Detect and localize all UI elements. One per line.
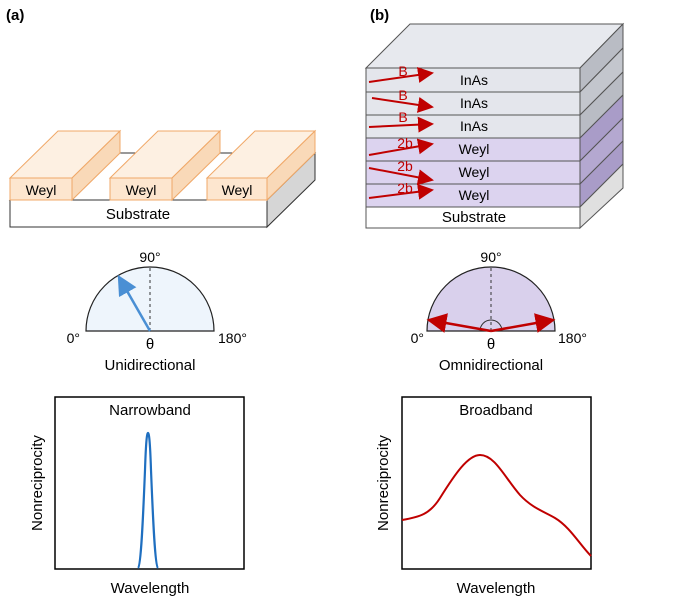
- layer-material-3: InAs: [460, 118, 488, 134]
- panel-a-semicircle: 90° 0° 180° θ Unidirectional: [67, 249, 247, 374]
- angle-90-a: 90°: [139, 249, 160, 265]
- plot-title-narrowband: Narrowband: [109, 402, 191, 419]
- field-arrow-3: [368, 116, 434, 133]
- plot-title-broadband: Broadband: [459, 402, 532, 419]
- weyl-label-2: Weyl: [126, 182, 157, 198]
- panel-b-plot: Broadband Wavelength Nonreciprocity: [375, 396, 592, 597]
- xlabel-a: Wavelength: [111, 580, 190, 597]
- field-label-2: B: [398, 87, 407, 103]
- layer-material-5: Weyl: [459, 164, 490, 180]
- field-label-6: 2b: [397, 180, 413, 196]
- weyl-block-1: Weyl: [8, 129, 122, 202]
- angle-0-b: 0°: [411, 330, 424, 346]
- panel-b-label: (b): [370, 7, 389, 24]
- weyl-block-2: Weyl: [108, 129, 222, 202]
- angle-90-b: 90°: [480, 249, 501, 265]
- field-label-4: 2b: [397, 135, 413, 151]
- weyl-label-1: Weyl: [26, 182, 57, 198]
- layer-material-4: Weyl: [459, 141, 490, 157]
- panel-b-semicircle: 90° 0° 180° θ Omnidirectional: [411, 249, 587, 374]
- panel-a-label: (a): [6, 7, 24, 24]
- caption-unidirectional: Unidirectional: [105, 357, 196, 374]
- panel-a-plot: Narrowband Wavelength Nonreciprocity: [29, 396, 245, 597]
- weyl-label-3: Weyl: [222, 182, 253, 198]
- substrate-label-b: Substrate: [442, 209, 506, 226]
- theta-b: θ: [487, 336, 495, 353]
- field-label-5: 2b: [397, 158, 413, 174]
- weyl-block-3: Weyl: [205, 129, 317, 202]
- direction-arrow-b-left: [426, 313, 492, 333]
- field-arrow-5: [368, 167, 434, 186]
- broadband-curve: [401, 453, 592, 557]
- xlabel-b: Wavelength: [457, 580, 536, 597]
- narrowband-curve: [137, 431, 159, 569]
- field-arrow-1: [368, 67, 434, 83]
- ylabel-a: Nonreciprocity: [29, 435, 46, 531]
- angle-0-a: 0°: [67, 330, 80, 346]
- layer-material-1: InAs: [460, 72, 488, 88]
- direction-arrow-b-right: [490, 313, 556, 333]
- field-arrows: [368, 67, 434, 200]
- layer-material-6: Weyl: [459, 187, 490, 203]
- direction-arrow-a: [117, 274, 152, 332]
- substrate-label-a: Substrate: [106, 206, 170, 223]
- angle-180-b: 180°: [558, 330, 587, 346]
- field-label-1: B: [398, 63, 407, 79]
- theta-a: θ: [146, 336, 154, 353]
- ylabel-b: Nonreciprocity: [375, 435, 392, 531]
- caption-omnidirectional: Omnidirectional: [439, 357, 543, 374]
- field-arrow-2: [371, 97, 434, 113]
- layer-material-2: InAs: [460, 95, 488, 111]
- angle-180-a: 180°: [218, 330, 247, 346]
- field-arrow-4: [368, 138, 434, 156]
- field-arrow-6: [368, 183, 434, 200]
- field-label-3: B: [398, 109, 407, 125]
